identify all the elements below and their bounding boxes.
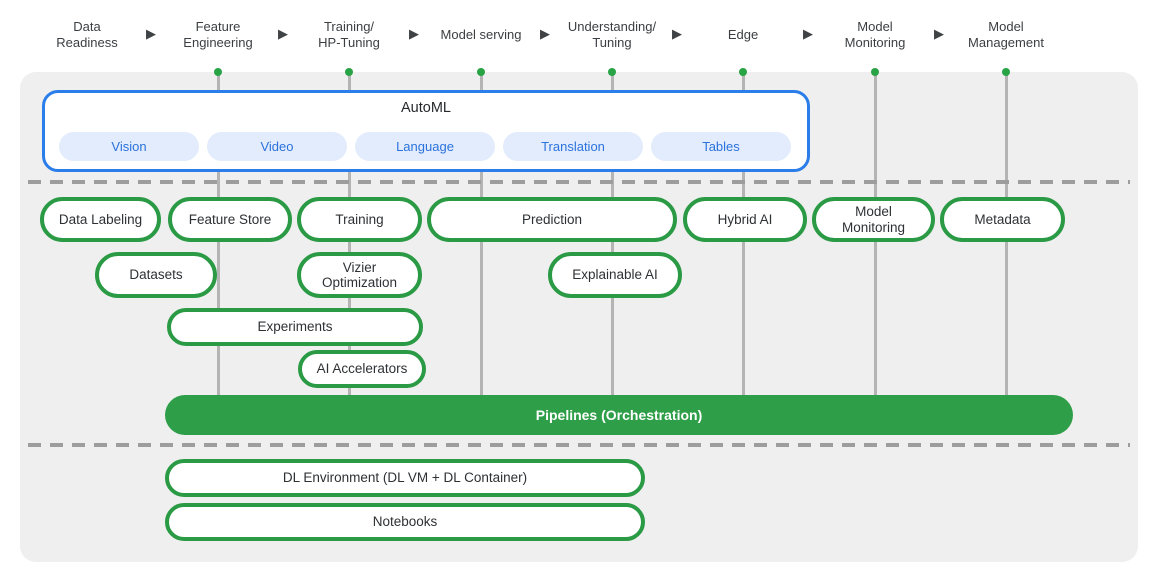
- stage-arrow-icon: ▶: [540, 26, 550, 41]
- automl-title: AutoML: [401, 100, 451, 116]
- pill-vizier-optimization: Vizier Optimization: [297, 252, 422, 298]
- automl-pill-vision: Vision: [59, 132, 199, 161]
- pill-data-labeling: Data Labeling: [40, 197, 161, 242]
- column-dot-icon: [1002, 68, 1010, 76]
- pill-datasets: Datasets: [95, 252, 217, 298]
- stage-arrow-icon: ▶: [934, 26, 944, 41]
- stage-arrow-icon: ▶: [146, 26, 156, 41]
- pill-hybrid-ai: Hybrid AI: [683, 197, 807, 242]
- stage-arrow-icon: ▶: [278, 26, 288, 41]
- column-dot-icon: [477, 68, 485, 76]
- dashed-divider-top: [28, 180, 1130, 184]
- pill-explainable-ai: Explainable AI: [548, 252, 682, 298]
- automl-pill-tables: Tables: [651, 132, 791, 161]
- pill-notebooks: Notebooks: [165, 503, 645, 541]
- stage-label-model-monitoring: Model Monitoring: [844, 19, 906, 50]
- stage-arrow-icon: ▶: [803, 26, 813, 41]
- automl-pill-translation: Translation: [503, 132, 643, 161]
- pill-metadata: Metadata: [940, 197, 1065, 242]
- automl-pill-video: Video: [207, 132, 347, 161]
- column-dot-icon: [608, 68, 616, 76]
- automl-pill-row: Vision Video Language Translation Tables: [59, 132, 791, 161]
- stage-label-training-hp-tuning: Training/ HP-Tuning: [318, 19, 380, 50]
- stage-arrow-icon: ▶: [672, 26, 682, 41]
- automl-box: AutoML Vision Video Language Translation…: [42, 90, 810, 172]
- column-dot-icon: [739, 68, 747, 76]
- pill-dl-environment: DL Environment (DL VM + DL Container): [165, 459, 645, 497]
- stage-label-understanding-tuning: Understanding/ Tuning: [567, 19, 657, 50]
- pipelines-bar: Pipelines (Orchestration): [165, 395, 1073, 435]
- stage-arrow-icon: ▶: [409, 26, 419, 41]
- column-dot-icon: [345, 68, 353, 76]
- column-dot-icon: [214, 68, 222, 76]
- stage-label-edge: Edge: [727, 27, 759, 43]
- pill-experiments: Experiments: [167, 308, 423, 346]
- automl-pill-language: Language: [355, 132, 495, 161]
- stage-label-feature-engineering: Feature Engineering: [183, 19, 253, 50]
- dashed-divider-bottom: [28, 443, 1130, 447]
- pill-model-monitoring: Model Monitoring: [812, 197, 935, 242]
- stage-label-data-readiness: Data Readiness: [56, 19, 118, 50]
- pill-feature-store: Feature Store: [168, 197, 292, 242]
- pill-ai-accelerators: AI Accelerators: [298, 350, 426, 388]
- pill-training: Training: [297, 197, 422, 242]
- stage-label-model-serving: Model serving: [440, 27, 522, 43]
- pill-prediction: Prediction: [427, 197, 677, 242]
- stage-label-model-management: Model Management: [968, 19, 1044, 50]
- column-dot-icon: [871, 68, 879, 76]
